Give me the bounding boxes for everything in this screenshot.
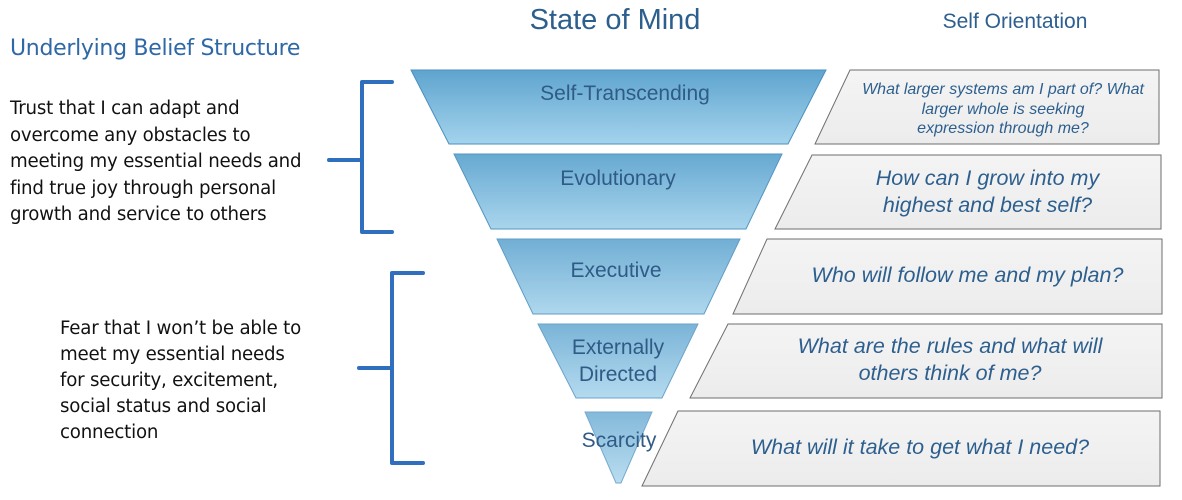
- level-label-externally-directed: Externally Directed: [490, 334, 746, 388]
- belief-line: Fear that I won’t be able to: [60, 318, 302, 339]
- belief-line: find true joy through personal: [10, 177, 276, 199]
- self-orientation-heading: Self Orientation: [942, 10, 1088, 33]
- question-line: expression through me?: [917, 120, 1089, 137]
- level-label-self-transcending: Self-Transcending: [497, 80, 753, 107]
- question-box-self-transcending: [814, 69, 1160, 145]
- question-box-executive: [732, 238, 1163, 315]
- level-label-line: Externally: [571, 336, 665, 359]
- belief-line: overcome any obstacles to: [10, 124, 251, 146]
- self-orientation-boxes: [641, 69, 1163, 487]
- level-label-line: Directed: [578, 363, 658, 386]
- belief-line: growth and service to others: [10, 204, 267, 225]
- level-label-executive: Executive: [488, 257, 744, 284]
- belief-line: Trust that I can adapt and: [10, 98, 240, 119]
- level-label-line: Executive: [570, 259, 662, 282]
- trust-belief-text: Trust that I can adapt and overcome any …: [10, 96, 302, 229]
- belief-line: connection: [60, 422, 159, 443]
- lower-bracket: [357, 271, 425, 465]
- upper-bracket: [327, 80, 394, 234]
- funnel-band-executive: [496, 238, 741, 315]
- funnel-band-self-transcending: [410, 69, 827, 145]
- belief-line: for security, excitement,: [60, 370, 279, 391]
- funnel-band-scarcity: [584, 411, 653, 484]
- belief-line: meeting my essential needs and: [10, 151, 302, 172]
- question-evolutionary: How can I grow into my highest and best …: [815, 165, 1160, 219]
- question-self-transcending: What larger systems am I part of? What l…: [835, 80, 1171, 139]
- question-line: highest and best self?: [882, 193, 1093, 217]
- belief-brackets: [327, 80, 425, 465]
- level-label-evolutionary: Evolutionary: [490, 165, 746, 192]
- question-executive: Who will follow me and my plan?: [780, 262, 1155, 289]
- question-line: Who will follow me and my plan?: [811, 263, 1124, 287]
- question-line: others think of me?: [858, 361, 1042, 385]
- belief-line: meet my essential needs: [60, 344, 285, 365]
- funnel-band-evolutionary: [453, 153, 783, 230]
- funnel-band-externally-directed: [537, 323, 699, 399]
- question-line: What larger systems am I part of? What: [862, 81, 1144, 98]
- belief-line: social status and social: [60, 396, 267, 417]
- state-of-mind-heading: State of Mind: [529, 4, 701, 36]
- question-externally-directed: What are the rules and what will others …: [735, 333, 1165, 387]
- question-box-evolutionary: [774, 154, 1162, 230]
- belief-structure-heading: Underlying Belief Structure: [10, 36, 301, 61]
- level-label-scarcity: Scarcity: [491, 427, 747, 454]
- question-scarcity: What will it take to get what I need?: [690, 434, 1150, 461]
- level-label-line: Self-Transcending: [540, 82, 710, 105]
- question-line: What will it take to get what I need?: [750, 435, 1090, 459]
- question-line: What are the rules and what will: [797, 334, 1103, 358]
- level-label-line: Scarcity: [581, 429, 657, 452]
- question-line: How can I grow into my: [875, 166, 1100, 190]
- level-label-line: Evolutionary: [560, 167, 676, 190]
- funnel: [410, 69, 827, 484]
- fear-belief-text: Fear that I won’t be able to meet my ess…: [60, 316, 301, 446]
- question-line: larger whole is seeking: [921, 100, 1085, 118]
- question-box-scarcity: [641, 410, 1161, 487]
- question-box-externally-directed: [689, 323, 1163, 399]
